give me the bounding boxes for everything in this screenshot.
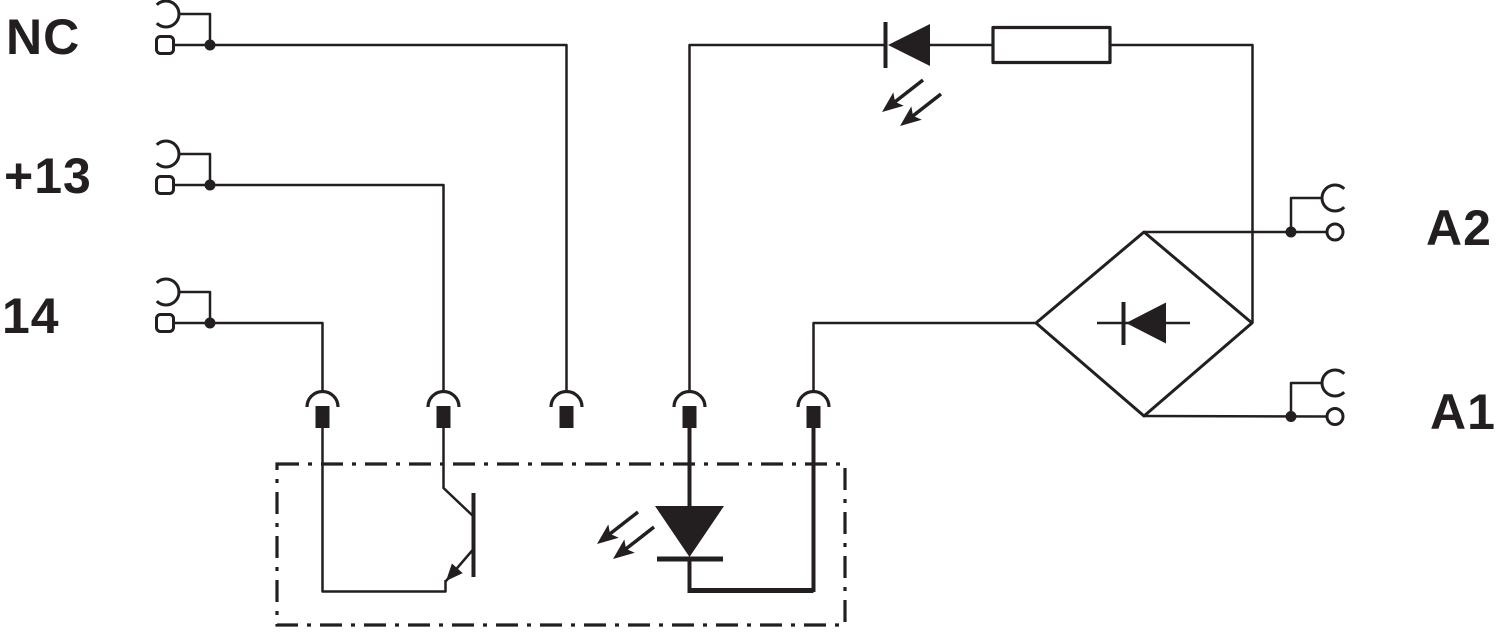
bridge-diode-triangle — [1126, 302, 1166, 344]
plug-contact-4 — [672, 389, 707, 428]
terminal-14 — [155, 277, 324, 391]
plug-contact-5 — [796, 389, 831, 428]
terminal-plus13 — [155, 139, 445, 391]
terminal-label-nc: NC — [6, 9, 80, 65]
plug-contact-3 — [549, 389, 584, 428]
terminal-a2 — [1144, 183, 1346, 242]
collector-lead — [442, 428, 474, 517]
socket-arc-icon — [549, 389, 584, 408]
clamp-branch-wire — [179, 12, 212, 45]
screw-contact-icon — [155, 35, 175, 55]
terminal-label-a2: A2 — [1426, 200, 1492, 256]
emitter-arrowhead — [446, 563, 463, 581]
plug-contact-2 — [426, 389, 461, 428]
wire-a1 — [1143, 414, 1327, 418]
optocoupler-led — [590, 428, 816, 593]
screw-contact-icon — [1325, 222, 1345, 242]
junction-dot — [204, 179, 216, 191]
junction-dot — [204, 317, 216, 329]
terminal-label-a1: A1 — [1430, 384, 1496, 440]
socket-arc-icon — [305, 389, 340, 408]
wire-opto-to-bridge — [812, 321, 1036, 391]
terminal-label-14: 14 — [2, 288, 60, 344]
clamp-arc-icon — [155, 277, 181, 307]
socket-arc-icon — [672, 389, 707, 408]
terminal-label-plus13: +13 — [4, 148, 92, 204]
screw-contact-icon — [1325, 407, 1345, 426]
pin-icon — [806, 406, 821, 428]
wire-nc — [173, 43, 568, 391]
clamp-branch-wire — [179, 152, 212, 185]
clamp-arc-icon — [1320, 183, 1346, 213]
socket-arc-icon — [796, 389, 831, 408]
clamp-branch-wire — [1289, 381, 1322, 417]
clamp-arc-icon — [1320, 368, 1346, 398]
indicator-led-branch — [688, 22, 1254, 391]
wire-resistor-to-bridge — [1110, 43, 1254, 323]
indicator-led — [883, 22, 930, 68]
emitter-return-wire — [321, 428, 447, 593]
screw-contact-icon — [155, 175, 175, 195]
light-emission-arrows-opto — [590, 503, 661, 568]
plug-contact-1 — [305, 389, 340, 428]
wire-plus13 — [173, 183, 445, 391]
clamp-branch-wire — [179, 290, 212, 323]
terminal-nc — [155, 0, 568, 391]
bridge-rectifier — [1034, 230, 1254, 418]
light-arrow-icon — [606, 518, 661, 568]
socket-arc-icon — [426, 389, 461, 408]
light-emission-arrows-top — [875, 71, 948, 135]
pin-icon — [315, 406, 330, 428]
optocoupler-enclosure — [275, 462, 847, 627]
clamp-arc-icon — [155, 0, 181, 29]
wire-14 — [173, 321, 324, 391]
pin-icon — [682, 406, 697, 428]
junction-dot — [204, 39, 216, 51]
terminal-a1 — [1143, 368, 1346, 426]
clamp-branch-wire — [1289, 196, 1322, 232]
series-resistor — [991, 25, 1112, 65]
clamp-arc-icon — [155, 139, 181, 169]
photo-transistor — [321, 428, 476, 593]
light-arrow-icon — [590, 503, 645, 553]
screw-contact-icon — [155, 313, 175, 333]
wire-led-branch — [688, 43, 884, 391]
diode-triangle — [888, 24, 930, 66]
led-triangle — [655, 506, 724, 557]
pin-icon — [436, 406, 451, 428]
pin-icon — [559, 406, 574, 428]
